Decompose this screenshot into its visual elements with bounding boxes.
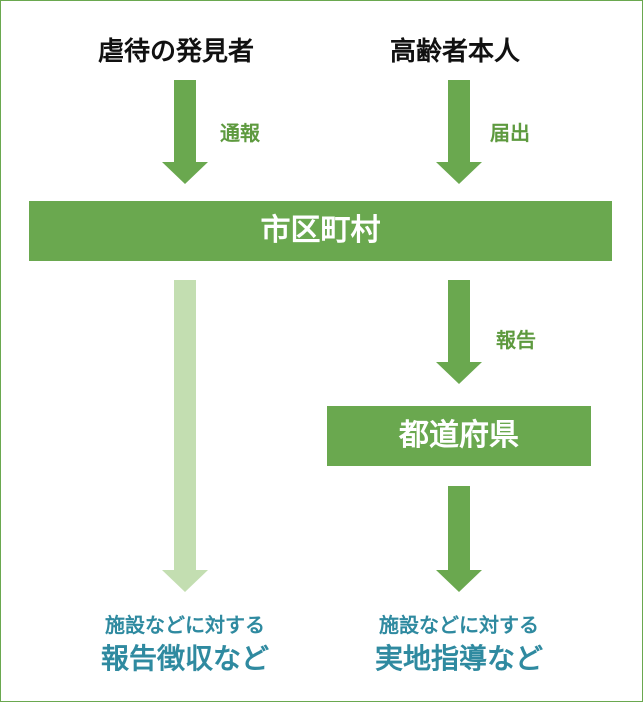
arrow-elderly-to-municipality	[436, 80, 482, 184]
outcome-municipality-line1: 施設などに対する	[105, 613, 265, 637]
arrow-prefecture-to-outcome	[436, 486, 482, 592]
node-municipality: 市区町村	[29, 201, 612, 261]
edge-label-notification: 届出	[490, 121, 530, 145]
outcome-municipality-line2: 報告徴収など	[100, 642, 269, 675]
node-prefecture: 都道府県	[327, 406, 591, 466]
outcome-prefecture-action: 施設などに対する 実地指導など	[334, 610, 584, 678]
arrow-discoverer-to-municipality	[162, 80, 208, 184]
outcome-municipality-action: 施設などに対する 報告徴収など	[60, 610, 310, 678]
edge-label-report: 通報	[220, 121, 260, 145]
source-elderly-person: 高齢者本人	[389, 37, 520, 67]
outcome-prefecture-line2: 実地指導など	[374, 642, 543, 675]
outcome-prefecture-line1: 施設などに対する	[379, 613, 539, 637]
edge-label-report-to-prefecture: 報告	[496, 328, 536, 352]
arrow-municipality-to-prefecture	[436, 280, 482, 384]
arrow-municipality-to-outcome	[162, 280, 208, 592]
source-abuse-discoverer: 虐待の発見者	[97, 37, 254, 67]
